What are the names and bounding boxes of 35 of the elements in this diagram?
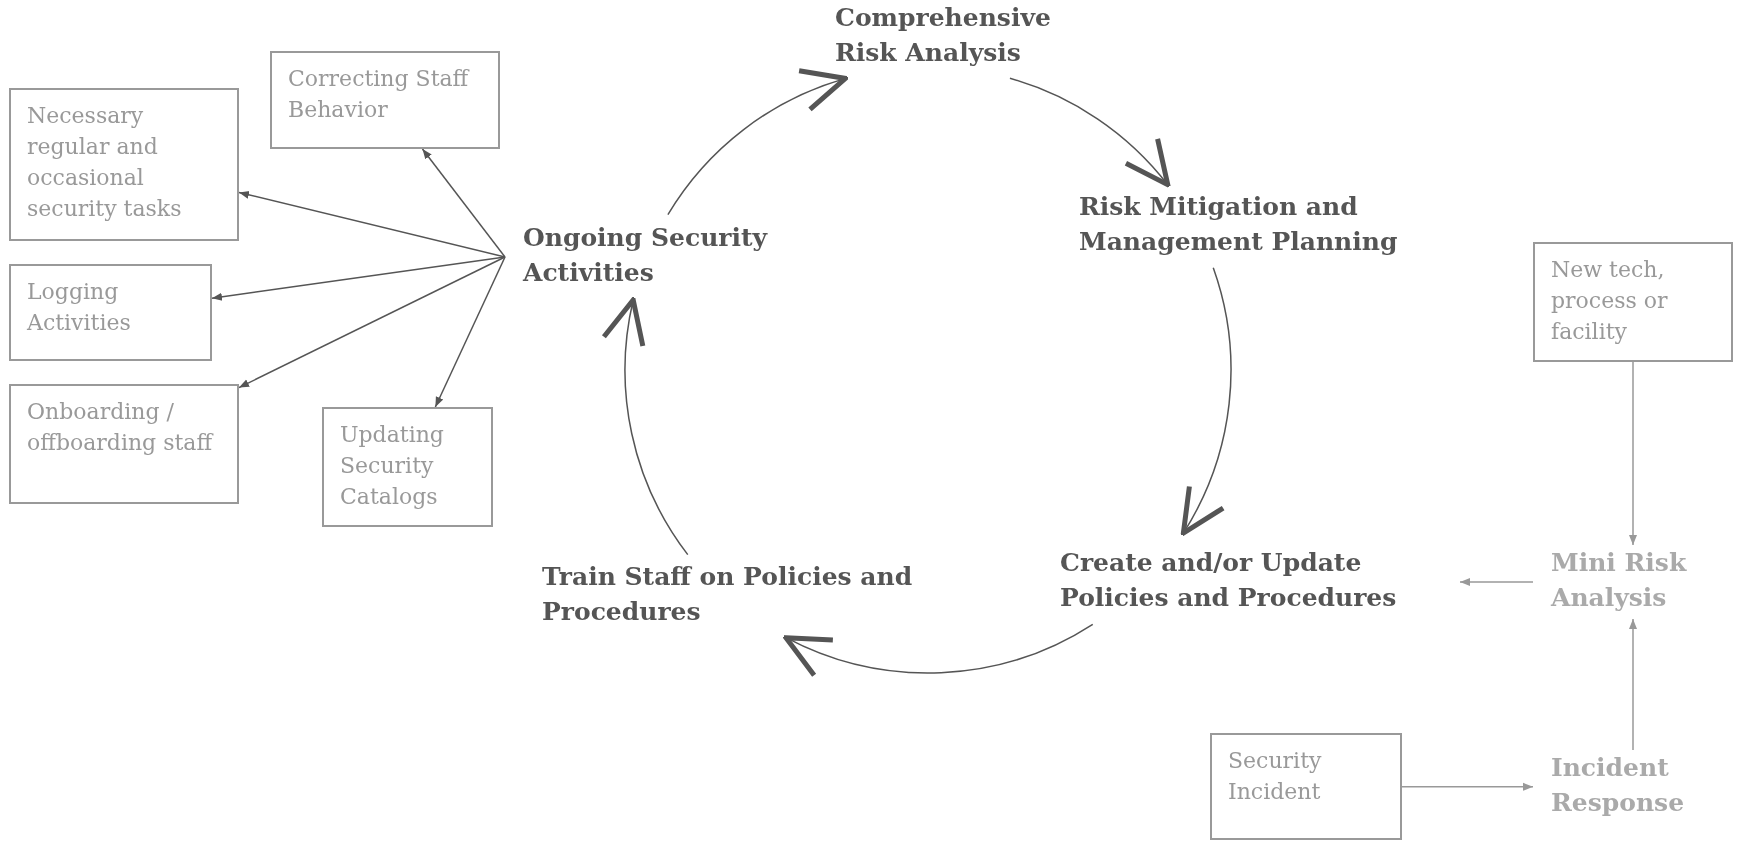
arrow: [238, 190, 506, 258]
step-label: Mini Risk Analysis: [1551, 547, 1688, 614]
step-label: Incident Response: [1551, 752, 1686, 819]
arrow: [1401, 782, 1534, 791]
arrow: [1009, 77, 1171, 188]
arrow: [434, 256, 506, 408]
step-label: Create and/or Update Policies and Procedures: [1060, 547, 1398, 614]
process-box: [322, 407, 493, 527]
process-box: [1533, 242, 1733, 362]
arrow: [1459, 578, 1534, 586]
process-box: [9, 384, 239, 504]
process-box: [9, 88, 239, 241]
box-text: Onboarding / offboarding staff: [27, 398, 215, 457]
arrow: [783, 623, 1094, 676]
arrow: [211, 256, 506, 301]
box-text: Security Incident: [1228, 747, 1323, 806]
box-text: Updating Security Catalogs: [340, 421, 445, 511]
arrow: [1629, 618, 1637, 751]
process-box: [270, 51, 500, 149]
arrow: [421, 148, 506, 258]
arrow: [603, 297, 689, 556]
step-label: Train Staff on Policies and Procedures: [542, 561, 914, 628]
step-label: Risk Mitigation and Management Planning: [1079, 191, 1399, 258]
arrow: [238, 256, 506, 389]
process-box: [1210, 733, 1402, 840]
process-box: [9, 264, 212, 361]
arrow: [1629, 361, 1637, 546]
box-text: Correcting Staff Behavior: [288, 65, 471, 124]
arrow: [667, 71, 848, 216]
box-text: Necessary regular and occasional security tasks: [27, 102, 183, 223]
step-label: Comprehensive Risk Analysis: [835, 2, 1052, 69]
arrow: [1180, 267, 1232, 536]
box-text: New tech, process or facility: [1551, 256, 1669, 346]
step-label: Ongoing Security Activities: [523, 222, 769, 289]
box-text: Logging Activities: [27, 278, 132, 337]
